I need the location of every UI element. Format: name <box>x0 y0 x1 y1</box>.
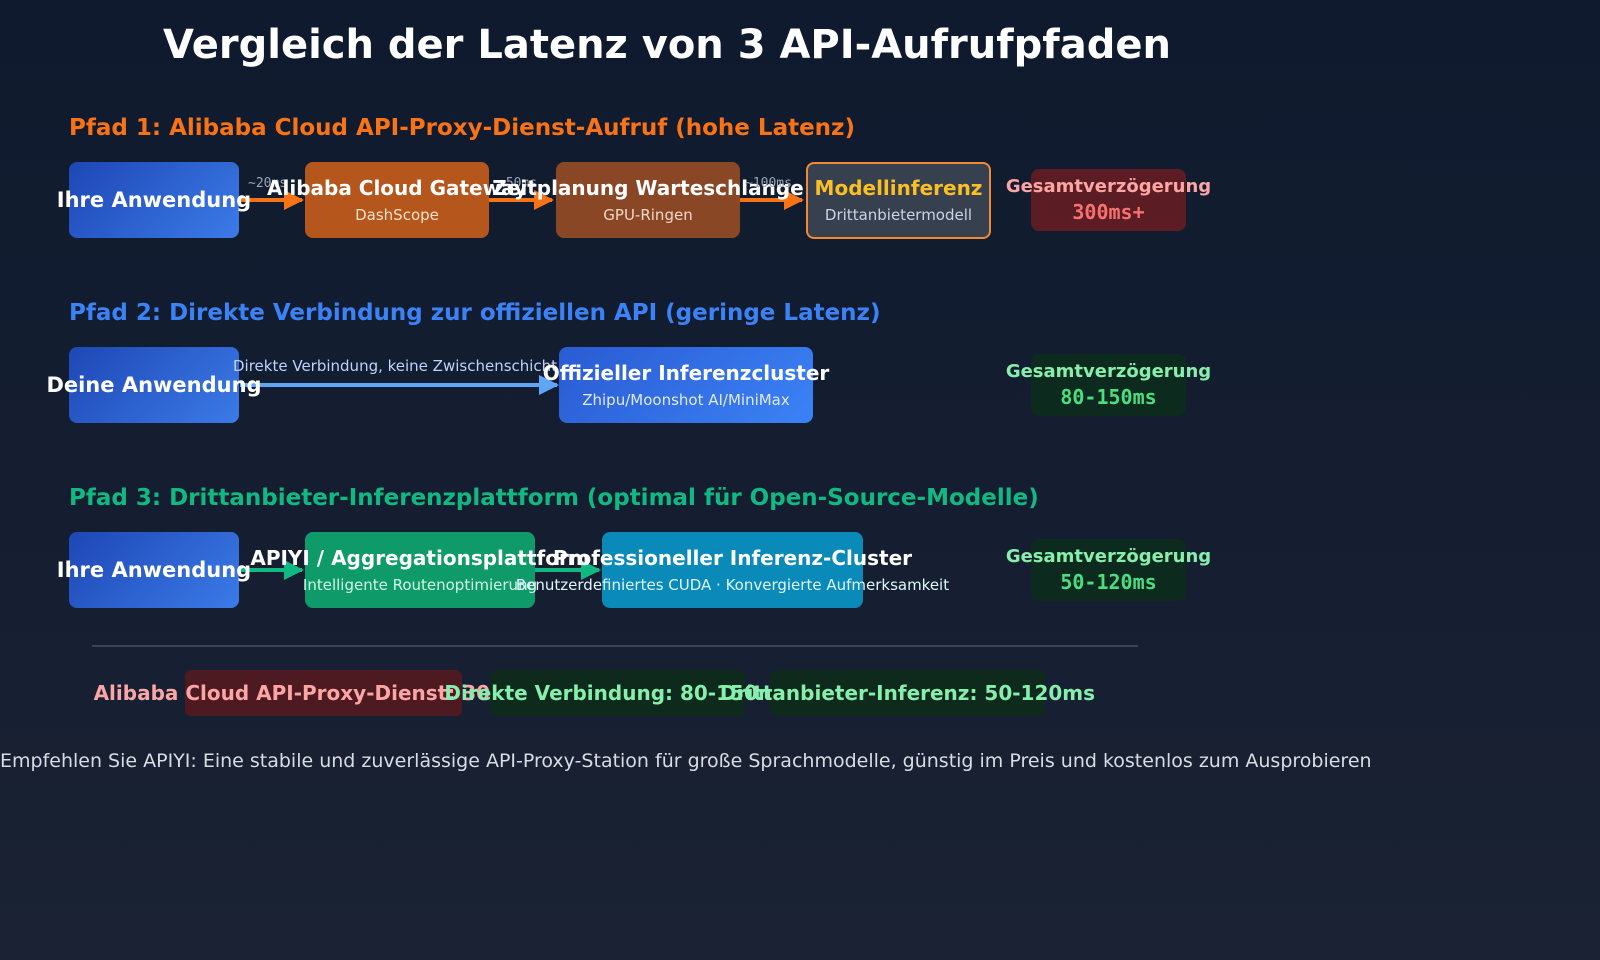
path3-apiyi-node: APIYI / Aggregationsplattform Intelligen… <box>250 532 590 608</box>
path2-official-node: Offizieller Inferenzcluster Zhipu/Moonsh… <box>543 347 829 423</box>
path2-total-label: Gesamtverzögerung <box>1005 361 1212 382</box>
path1-queue-node: Zeitplanung Warteschlange GPU-Ringen <box>492 162 804 238</box>
summary-direct-text: Direkte Verbindung: 80-150ms <box>444 681 791 705</box>
path3-apiyi-title: APIYI / Aggregationsplattform <box>250 545 590 570</box>
path2-official-sub: Zhipu/Moonshot AI/MiniMax <box>582 390 790 409</box>
path3-apiyi-sub: Intelligente Routenoptimierung <box>302 575 538 594</box>
path1-total-badge: Gesamtverzögerung 300ms+ <box>1006 169 1211 231</box>
path3-heading: Pfad 3: Drittanbieter-Inferenzplattform … <box>69 485 1039 511</box>
summary-alibaba: Alibaba Cloud API-Proxy-Dienst: 300ms+ <box>94 670 553 716</box>
path2-total-value: 80-150ms <box>1060 385 1157 409</box>
path3-total-label: Gesamtverzögerung <box>1005 546 1212 567</box>
summary-direct: Direkte Verbindung: 80-150ms <box>444 670 791 716</box>
path3-cluster-sub: Benutzerdefiniertes CUDA · Konvergierte … <box>515 575 950 594</box>
path1-model-node: Modellinferenz Drittanbietermodell <box>806 162 991 239</box>
path1-gateway-node: Alibaba Cloud Gateway DashScope <box>267 162 527 238</box>
path2-total-badge: Gesamtverzögerung 80-150ms <box>1006 354 1211 416</box>
path3-cluster-node: Professioneller Inferenz-Cluster Benutze… <box>516 532 949 608</box>
path3-cluster-title: Professioneller Inferenz-Cluster <box>552 545 913 570</box>
summary-thirdparty-text: Drittanbieter-Inferenz: 50-120ms <box>719 681 1096 705</box>
path2-edge-label: Direkte Verbindung, keine Zwischenschich… <box>233 357 558 375</box>
path3-app-label: Ihre Anwendung <box>56 557 252 582</box>
path2-official-title: Offizieller Inferenzcluster <box>542 360 830 385</box>
path1-hop2-latency: ~50ms <box>498 176 538 191</box>
path1-gateway-title: Alibaba Cloud Gateway <box>267 175 527 200</box>
path1-app-node: Ihre Anwendung <box>57 162 251 238</box>
page-title: Vergleich der Latenz von 3 API-Aufrufpfa… <box>163 22 1171 68</box>
path3-app-node: Ihre Anwendung <box>57 532 251 608</box>
path1-hop1-latency: ~20ms <box>248 176 288 191</box>
path2-app-label: Deine Anwendung <box>46 372 262 397</box>
path3-total-value: 50-120ms <box>1060 570 1157 594</box>
path1-model-title: Modellinferenz <box>814 176 983 200</box>
path1-gateway-sub: DashScope <box>355 205 439 224</box>
summary-alibaba-text: Alibaba Cloud API-Proxy-Dienst: 300ms+ <box>93 681 554 705</box>
path2-heading: Pfad 2: Direkte Verbindung zur offiziell… <box>69 300 881 326</box>
path1-heading: Pfad 1: Alibaba Cloud API-Proxy-Dienst-A… <box>69 115 855 141</box>
path1-total-label: Gesamtverzögerung <box>1005 176 1212 197</box>
footer-recommendation: Empfehlen Sie APIYI: Eine stabile und zu… <box>0 750 1372 772</box>
path3-total-badge: Gesamtverzögerung 50-120ms <box>1006 539 1211 601</box>
path1-queue-sub: GPU-Ringen <box>603 205 693 224</box>
path1-queue-title: Zeitplanung Warteschlange <box>492 175 804 200</box>
path1-total-value: 300ms+ <box>1072 200 1145 224</box>
summary-thirdparty: Drittanbieter-Inferenz: 50-120ms <box>720 670 1095 716</box>
path1-hop3-latency: ~100ms <box>745 176 792 191</box>
path2-app-node: Deine Anwendung <box>46 347 262 423</box>
path1-model-sub: Drittanbietermodell <box>824 206 973 224</box>
path1-app-label: Ihre Anwendung <box>56 187 252 212</box>
